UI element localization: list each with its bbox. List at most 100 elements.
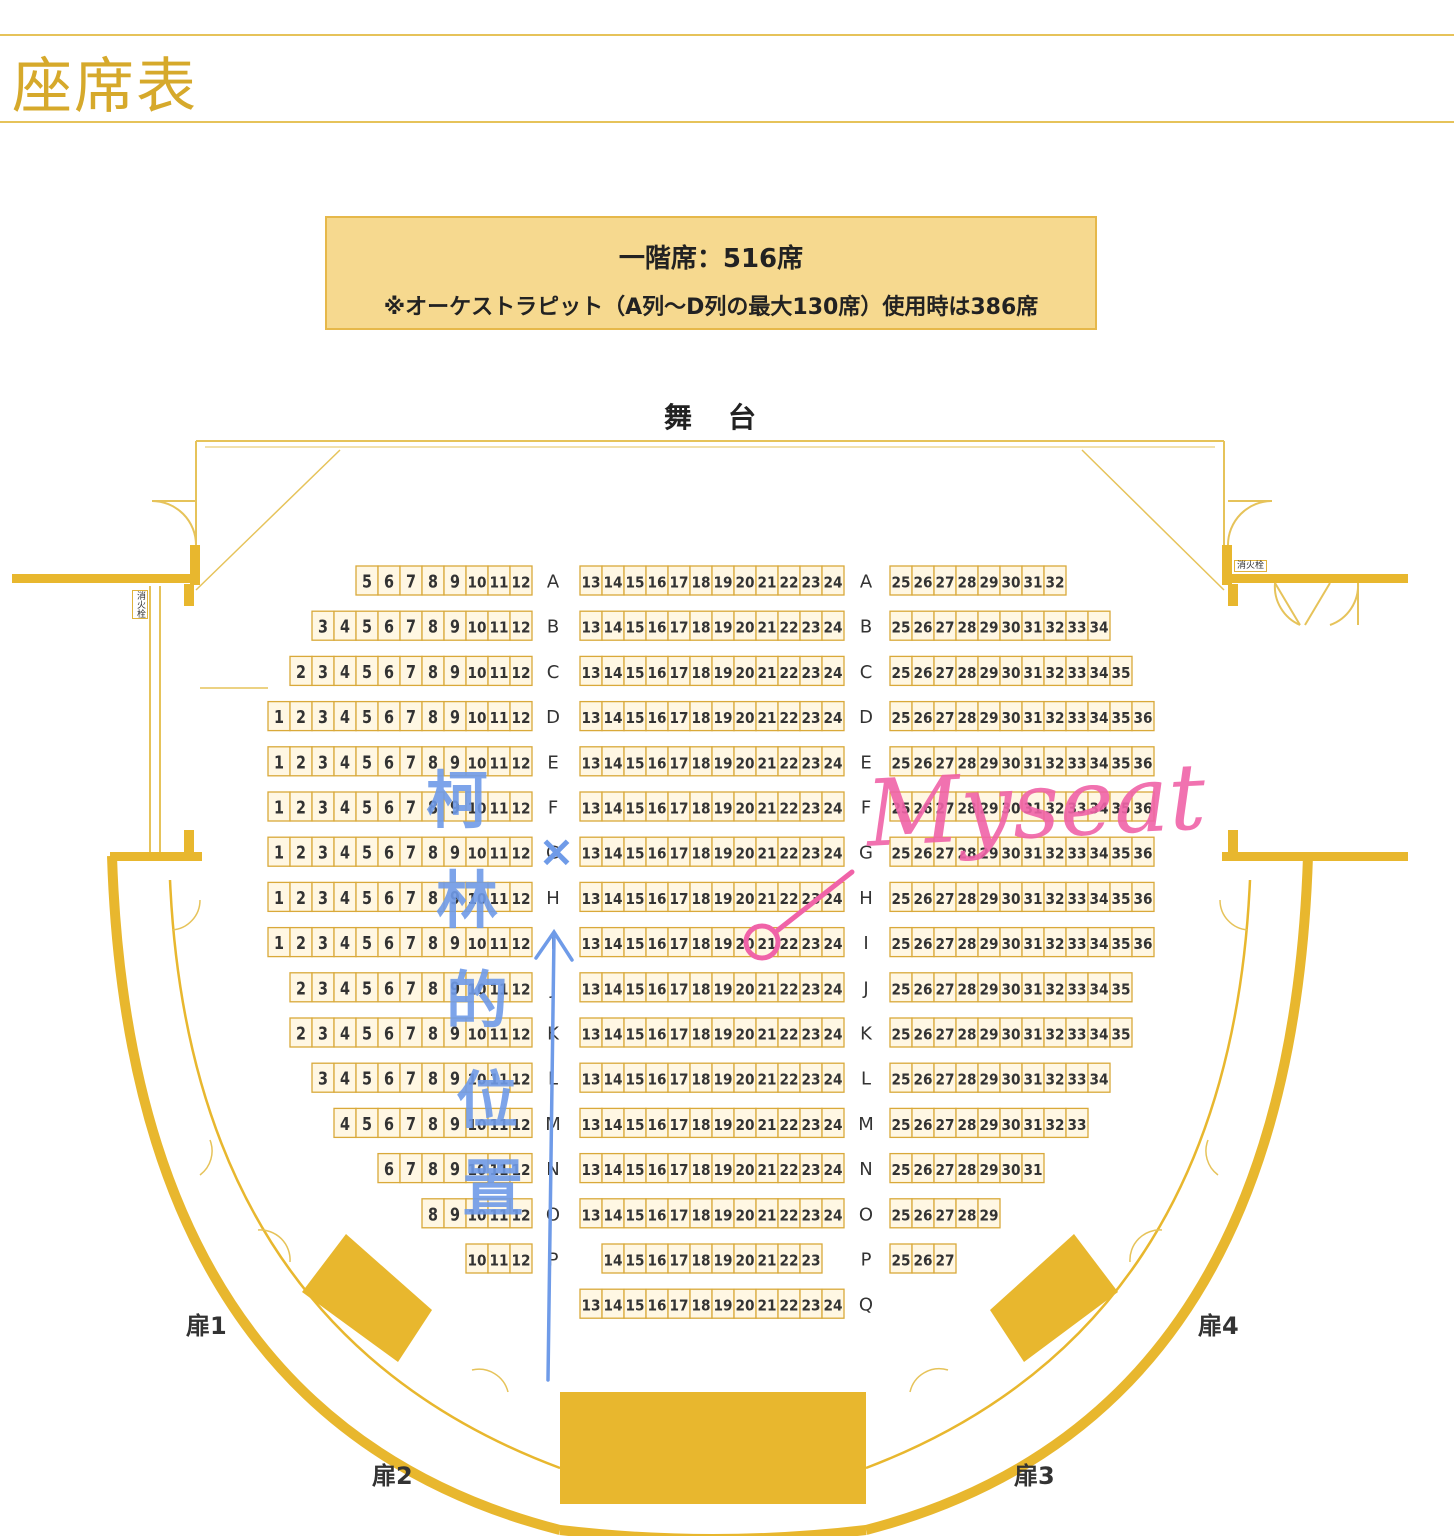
- seat-A24: 24: [824, 574, 843, 592]
- seat-K24: 24: [824, 1026, 843, 1044]
- seat-F25: 25: [892, 800, 911, 818]
- seat-Q20: 20: [736, 1297, 755, 1315]
- seat-A32-box[interactable]: [1043, 565, 1067, 596]
- seat-I11: 11: [490, 935, 509, 953]
- seat-F12-box[interactable]: [509, 791, 533, 822]
- seat-P12-box[interactable]: [509, 1243, 533, 1274]
- seat-O12-box[interactable]: [509, 1198, 533, 1229]
- seat-P23-box[interactable]: [799, 1243, 823, 1274]
- seat-G24-box[interactable]: [821, 836, 845, 867]
- seat-I12-box[interactable]: [509, 926, 533, 958]
- seat-D11: 11: [490, 709, 509, 727]
- seat-N19: 19: [714, 1161, 733, 1179]
- seat-F2: 2: [296, 798, 306, 819]
- seat-M33-box[interactable]: [1065, 1107, 1089, 1139]
- seat-H12-box[interactable]: [509, 881, 533, 913]
- seat-M24-box[interactable]: [821, 1107, 845, 1139]
- seat-J24-box[interactable]: [821, 972, 845, 1003]
- seat-C20: 20: [736, 664, 755, 682]
- seat-O24-box[interactable]: [821, 1198, 845, 1229]
- row-label-P-right: P: [861, 1250, 872, 1271]
- seat-L26: 26: [914, 1071, 933, 1089]
- seat-L24-box[interactable]: [821, 1062, 845, 1093]
- seat-H6: 6: [384, 888, 394, 909]
- seat-E22: 22: [780, 754, 799, 772]
- seat-F31: 31: [1024, 800, 1043, 818]
- seat-P27-box[interactable]: [933, 1243, 957, 1274]
- seat-B34-box[interactable]: [1087, 610, 1111, 641]
- row-label-A-right: A: [860, 572, 873, 593]
- seat-A31: 31: [1024, 574, 1043, 592]
- annotation-char-3: 的: [445, 964, 508, 1037]
- seat-G3: 3: [318, 843, 328, 864]
- seat-E24-box[interactable]: [821, 746, 845, 777]
- seat-J12-box[interactable]: [509, 972, 533, 1003]
- seat-K35-box[interactable]: [1109, 1017, 1133, 1048]
- seat-I12: 12: [512, 935, 531, 953]
- seat-C34: 34: [1090, 664, 1109, 682]
- seat-C24-box[interactable]: [821, 655, 845, 687]
- seat-O26: 26: [914, 1206, 933, 1224]
- seat-H8: 8: [428, 888, 438, 909]
- seat-N24-box[interactable]: [821, 1152, 845, 1184]
- seat-M28: 28: [958, 1116, 977, 1134]
- seat-B12-box[interactable]: [509, 610, 533, 641]
- seat-L34-box[interactable]: [1087, 1062, 1111, 1093]
- capacity-info-box: 一階席：516席 ※オーケストラピット（A列〜D列の最大130席）使用時は386…: [325, 216, 1097, 330]
- seat-C13: 13: [582, 664, 601, 682]
- seat-G12: 12: [512, 845, 531, 863]
- seat-N31: 31: [1024, 1161, 1043, 1179]
- seat-F36-box[interactable]: [1131, 791, 1155, 822]
- seat-M12-box[interactable]: [509, 1107, 533, 1139]
- friend-seat-arrow: [534, 928, 574, 1382]
- seat-J9: 9: [450, 978, 460, 999]
- seat-G36-box[interactable]: [1131, 836, 1155, 867]
- seat-I24-box[interactable]: [821, 926, 845, 958]
- seat-G10: 10: [468, 845, 487, 863]
- seat-N17: 17: [670, 1161, 689, 1179]
- seat-M19: 19: [714, 1116, 733, 1134]
- seat-A24-box[interactable]: [821, 565, 845, 596]
- seat-E30: 30: [1002, 754, 1021, 772]
- seat-H36-box[interactable]: [1131, 881, 1155, 913]
- seat-L12-box[interactable]: [509, 1062, 533, 1093]
- seat-B22: 22: [780, 619, 799, 637]
- seat-C10: 10: [468, 664, 487, 682]
- seat-Q24-box[interactable]: [821, 1288, 845, 1319]
- seat-O29-box[interactable]: [977, 1198, 1001, 1229]
- seat-I17: 17: [670, 935, 689, 953]
- seat-H21: 21: [758, 890, 777, 908]
- seat-P14: 14: [604, 1252, 623, 1270]
- seat-D36-box[interactable]: [1131, 700, 1155, 732]
- seat-K12-box[interactable]: [509, 1017, 533, 1048]
- row-label-D-left: D: [546, 707, 560, 728]
- seat-G21: 21: [758, 845, 777, 863]
- seat-D12-box[interactable]: [509, 700, 533, 732]
- seat-L32: 32: [1046, 1071, 1065, 1089]
- seat-K28: 28: [958, 1026, 977, 1044]
- seat-D24-box[interactable]: [821, 700, 845, 732]
- seat-N31-box[interactable]: [1021, 1152, 1045, 1184]
- seat-C12-box[interactable]: [509, 655, 533, 687]
- seat-G31: 31: [1024, 845, 1043, 863]
- seat-L4: 4: [340, 1069, 350, 1090]
- seat-N23: 23: [802, 1161, 821, 1179]
- seat-B24-box[interactable]: [821, 610, 845, 641]
- seat-E12-box[interactable]: [509, 746, 533, 777]
- seat-O28: 28: [958, 1206, 977, 1224]
- seat-N12-box[interactable]: [509, 1152, 533, 1184]
- seat-F24-box[interactable]: [821, 791, 845, 822]
- seat-A12-box[interactable]: [509, 565, 533, 596]
- seat-G12-box[interactable]: [509, 836, 533, 867]
- seat-E5: 5: [362, 752, 372, 773]
- seat-H31: 31: [1024, 890, 1043, 908]
- seat-A29: 29: [980, 574, 999, 592]
- seat-I36-box[interactable]: [1131, 926, 1155, 958]
- seat-N27: 27: [936, 1161, 955, 1179]
- seat-C35-box[interactable]: [1109, 655, 1133, 687]
- seat-E36-box[interactable]: [1131, 746, 1155, 777]
- seat-I35: 35: [1112, 935, 1131, 953]
- seat-J35-box[interactable]: [1109, 972, 1133, 1003]
- seat-B31: 31: [1024, 619, 1043, 637]
- seat-K24-box[interactable]: [821, 1017, 845, 1048]
